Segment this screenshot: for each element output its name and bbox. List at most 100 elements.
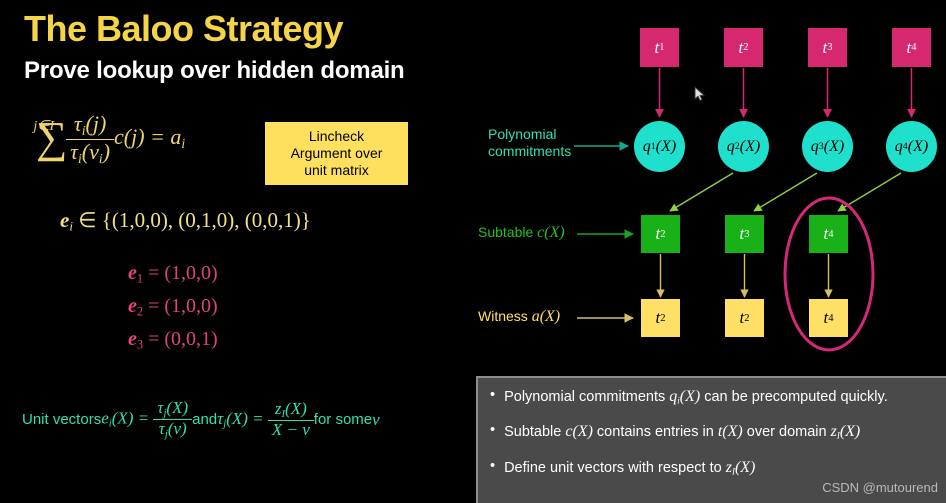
bullet-2-math3-base: z — [830, 423, 837, 441]
uv-f2-num-sub: I — [281, 408, 286, 420]
subtable-2-label: t — [739, 224, 745, 243]
uv-suffix: for some — [313, 411, 373, 429]
sum-tail: c(j) = a — [114, 124, 182, 150]
t2-label: t — [738, 37, 744, 57]
tau-fraction: τi(j)τi(vi) — [66, 111, 115, 166]
tau-denominator: τ — [70, 138, 78, 164]
bullet-2-text: Subtable c(X) contains entries in t(X) o… — [504, 423, 860, 441]
e3-subscript: 3 — [136, 337, 144, 352]
t3-label: t — [822, 37, 828, 57]
bullet-2-math2-arg: (X) — [722, 423, 743, 441]
sum-tail-sub: i — [181, 135, 186, 151]
row-label-polynomial-commitments: Polynomial commitments — [488, 126, 571, 159]
e1-name: e — [128, 262, 137, 284]
e2-name: e — [128, 295, 137, 317]
e1-subscript: 1 — [136, 271, 144, 286]
bullet-3-math-arg: (X) — [734, 458, 756, 476]
witness-label-math: a(X) — [531, 308, 561, 325]
bullet-3-math-base: z — [725, 458, 732, 476]
tau-numerator-arg: (j) — [85, 111, 107, 136]
uv-tau-name: τ — [217, 408, 224, 428]
ei-subscript: i — [69, 218, 73, 234]
uv-mid: and — [192, 411, 218, 429]
q3-subscript: 3 — [818, 141, 824, 152]
witness-1-label: t — [655, 308, 661, 327]
q2-arg: (X) — [739, 137, 761, 155]
subtable-3-label: t — [823, 224, 829, 243]
t1-label: t — [654, 37, 660, 57]
q4-subscript: 4 — [902, 141, 908, 152]
bullet-dot-icon: • — [490, 457, 496, 474]
q1-arg: (X) — [655, 137, 677, 155]
t3-subscript: 3 — [827, 42, 833, 53]
witness-2-label: t — [739, 308, 745, 327]
tau-numerator-sub: i — [81, 122, 86, 138]
q3-label: q — [810, 137, 819, 155]
q4-label: q — [894, 137, 903, 155]
uv-f1-den: τ — [158, 419, 165, 439]
bullet-2-mid: contains entries in — [592, 424, 718, 441]
lincheck-line-2: Argument over — [290, 144, 383, 161]
tau-numerator: τ — [73, 111, 82, 136]
mouse-cursor-icon — [694, 86, 706, 102]
uv-f1-num-sub: j — [163, 407, 167, 419]
ei-name: e — [60, 208, 70, 232]
bullet-2-math-base: c — [565, 423, 573, 441]
q1-label: q — [642, 137, 651, 155]
tau-denominator-arg-sub: i — [98, 150, 103, 166]
bullet-2-math2-base: t — [717, 423, 723, 441]
subtable-label-math: c(X) — [537, 224, 565, 241]
lincheck-callout-box: Lincheck Argument over unit matrix — [265, 122, 408, 185]
unit-vectors-prefix: Unit vectors — [22, 411, 102, 429]
t1-subscript: 1 — [659, 42, 665, 53]
uv-suffix-var: v — [372, 409, 380, 429]
row-label-witness: Witness a(X) — [478, 308, 560, 327]
subtable-2-subscript: 3 — [744, 228, 750, 240]
bullet-2-math-arg: (X) — [572, 423, 593, 441]
sum-index: j∈I — [33, 119, 55, 135]
bullet-2-mid2: over domain — [742, 424, 831, 441]
bullet-dot-icon: • — [490, 422, 496, 439]
bullet-1-prefix: Polynomial commitments — [504, 389, 670, 405]
unit-vector-e2: e2 = (1,0,0) — [128, 295, 218, 319]
tau-denominator-sub: i — [78, 150, 82, 166]
uv-fraction-1: τj(X)τj(v) — [153, 398, 193, 441]
subtable-3-subscript: 4 — [828, 228, 834, 240]
witness-3-subscript: 4 — [828, 312, 834, 324]
page-subtitle: Prove lookup over hidden domain — [24, 57, 405, 84]
q2-subscript: 2 — [734, 141, 740, 152]
uv-fraction-2: zI(X)X − v — [267, 399, 314, 440]
uv-e-sub: i — [108, 418, 112, 430]
bullet-1-text: Polynomial commitments qi(X) can be prec… — [504, 388, 888, 406]
bullet-1-math-arg: (X) — [679, 388, 701, 405]
watermark-text: CSDN @mutourend — [822, 480, 938, 495]
e2-value: = (1,0,0) — [143, 295, 218, 317]
bullet-item-1: • Polynomial commitments qi(X) can be pr… — [490, 387, 940, 406]
witness-1-subscript: 2 — [660, 312, 666, 324]
bullet-1-math-base: q — [669, 388, 678, 405]
subtable-1-label: t — [655, 224, 661, 243]
e3-name: e — [128, 328, 137, 350]
bullet-3-text: Define unit vectors with respect to zI(X… — [504, 459, 755, 477]
lincheck-line-1: Lincheck — [308, 127, 365, 144]
t4-label: t — [906, 37, 912, 57]
uv-f1-den-arg: (v) — [167, 419, 187, 439]
sigma-glyph: ∑ — [36, 113, 68, 163]
page-title: The Baloo Strategy — [24, 8, 344, 49]
uv-f1-num: τ — [157, 398, 164, 417]
